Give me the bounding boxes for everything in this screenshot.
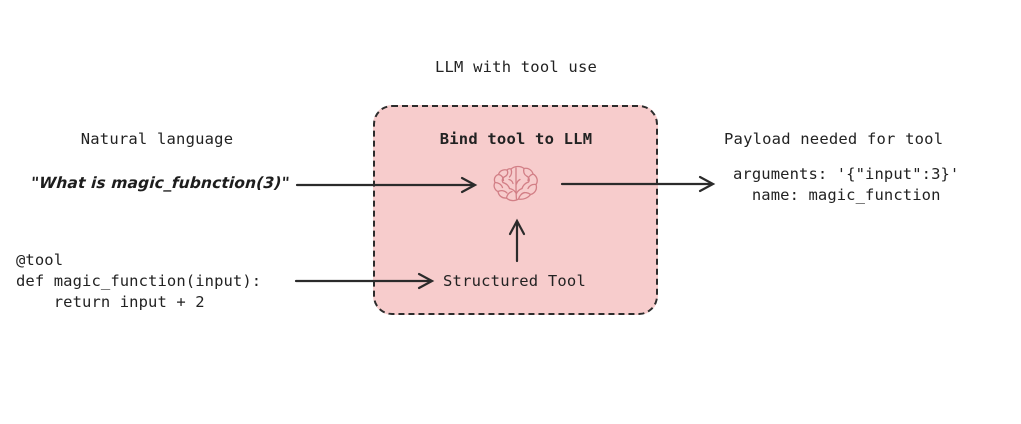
payload-line-arguments: arguments: '{"input":3}'	[733, 165, 960, 183]
structured-tool-label: Structured Tool	[443, 272, 586, 290]
diagram-title: LLM with tool use	[434, 58, 598, 76]
payload-heading: Payload needed for tool	[724, 130, 944, 148]
tool-code-line-2: def magic_function(input):	[16, 272, 262, 290]
brain-icon	[492, 163, 540, 205]
tool-code-line-1: @tool	[16, 251, 64, 269]
natural-language-heading: Natural language	[80, 130, 234, 148]
tool-code-line-3: return input + 2	[16, 293, 205, 311]
natural-language-quote: "What is magic_fubnction(3)"	[30, 174, 291, 192]
bind-tool-to-llm-label: Bind tool to LLM	[439, 130, 593, 148]
payload-line-name: name: magic_function	[733, 186, 941, 204]
